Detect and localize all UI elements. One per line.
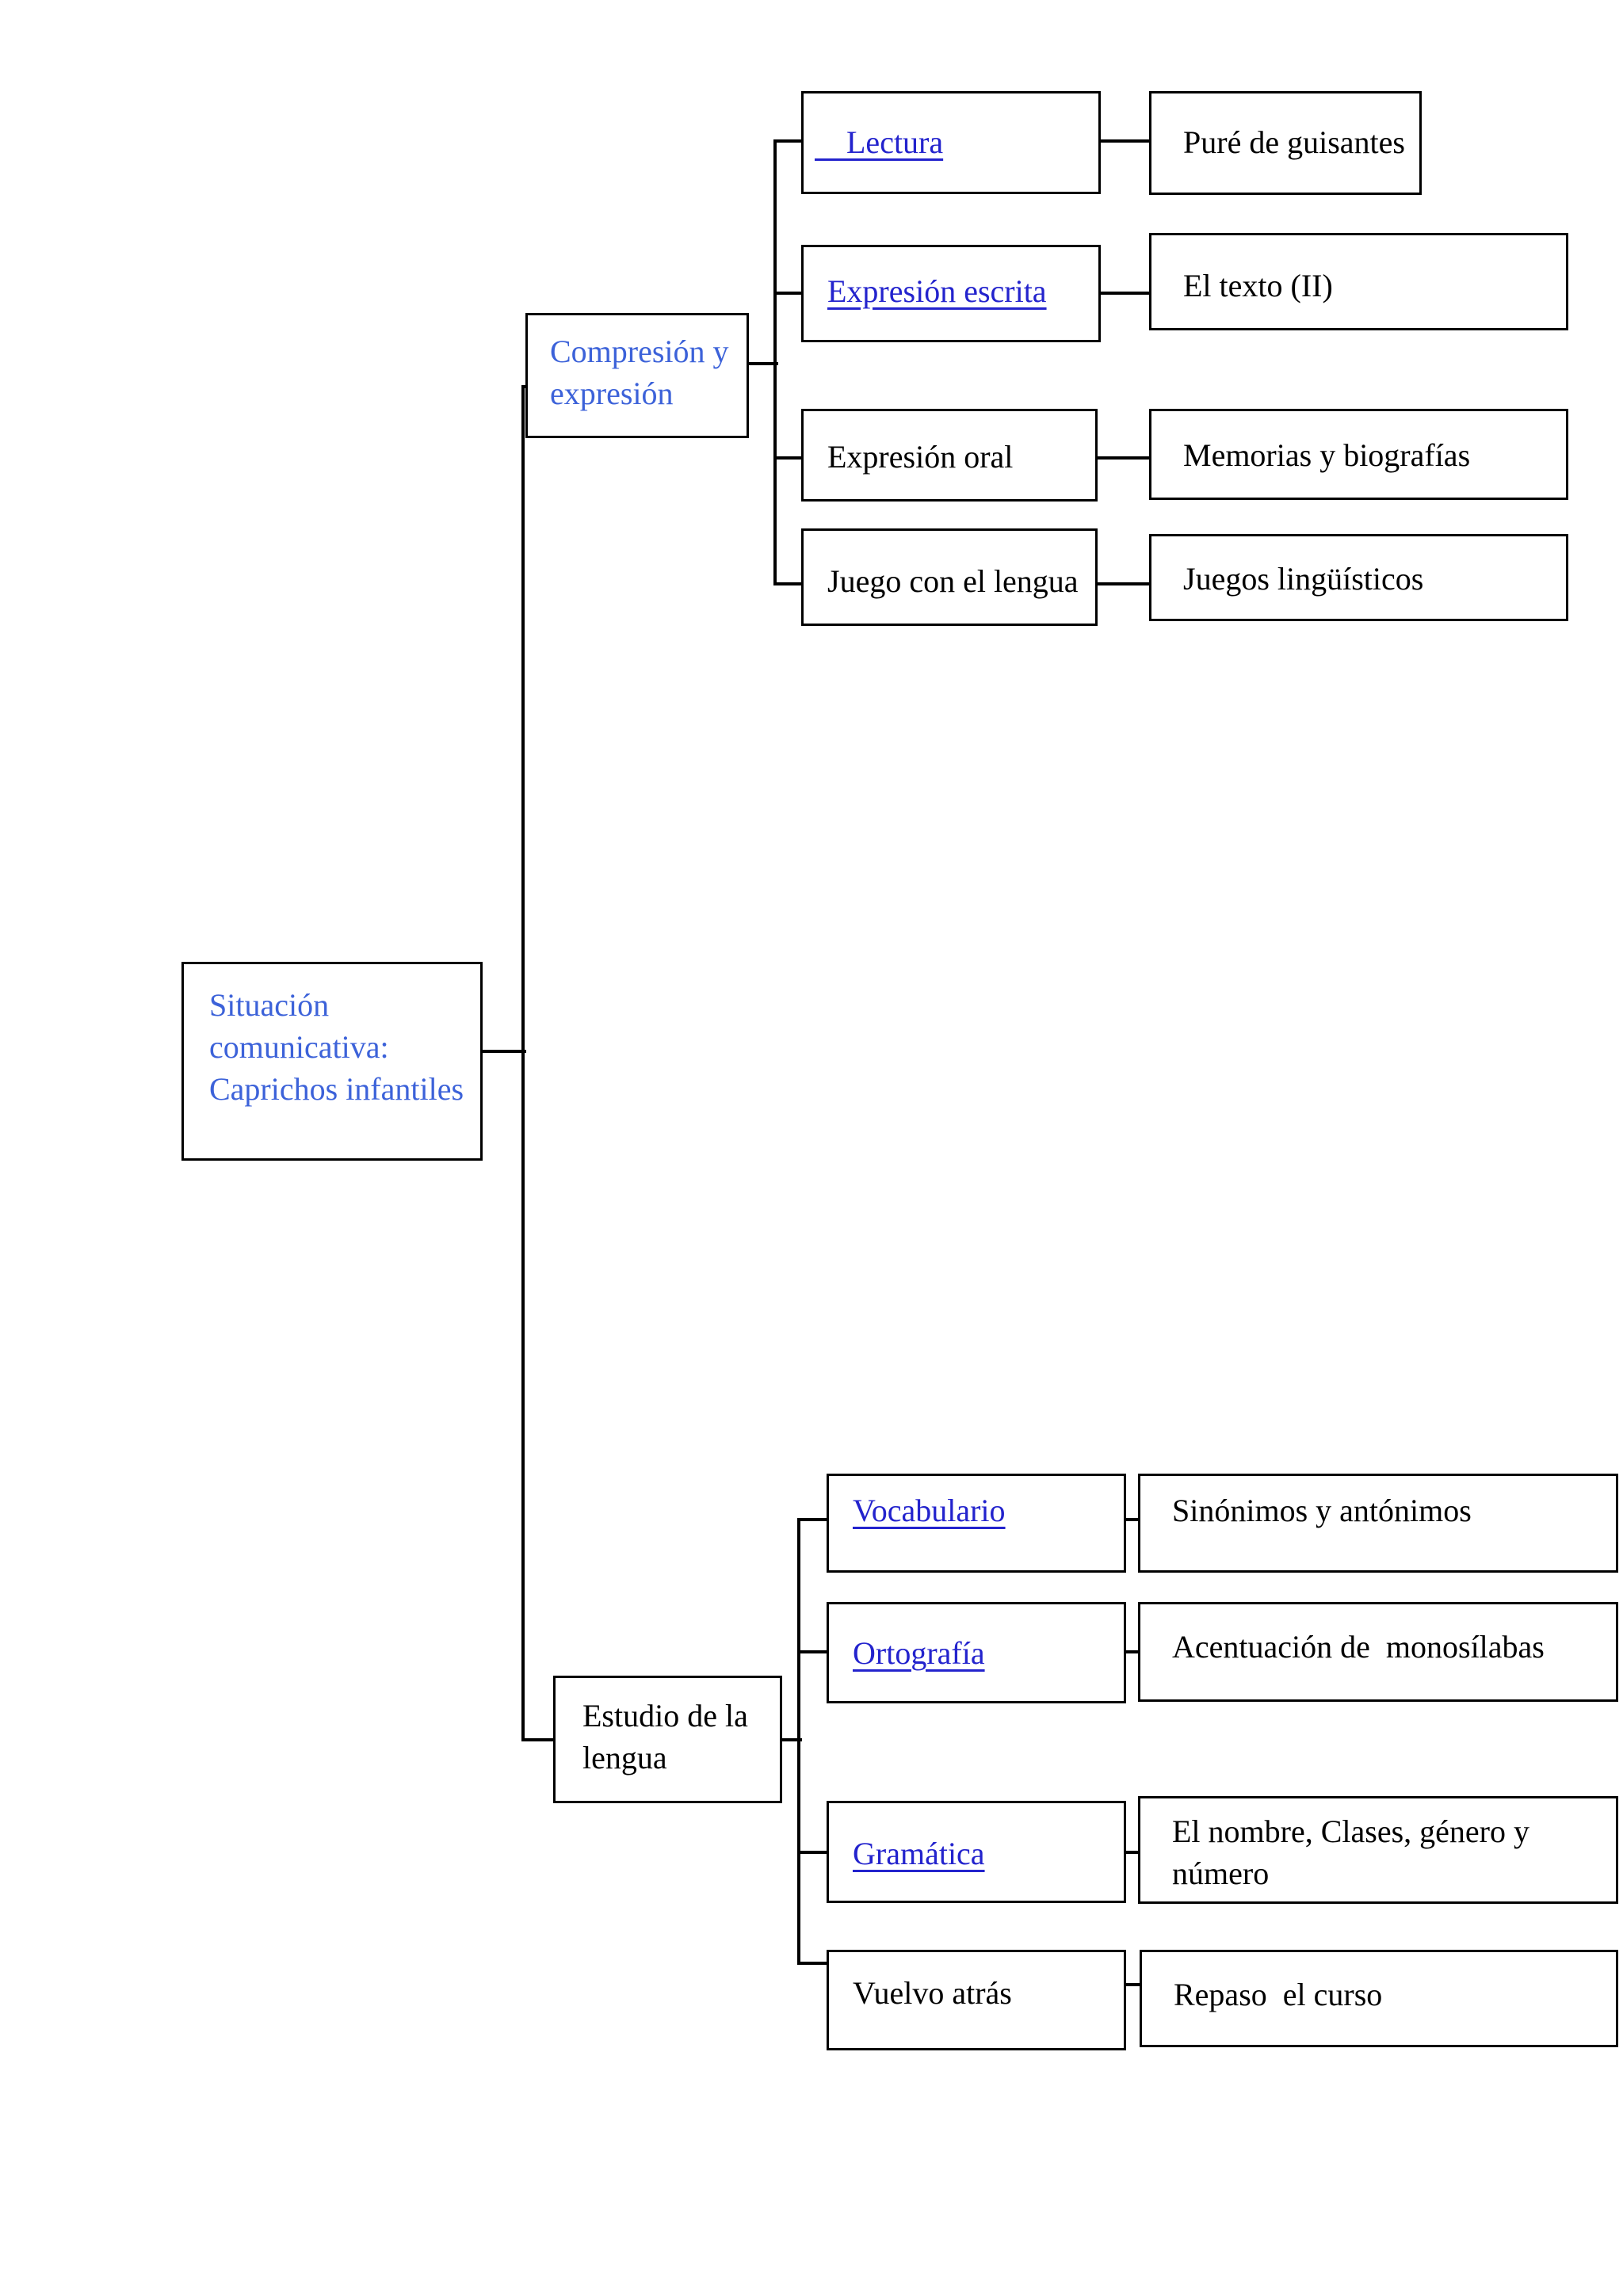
node-situacion-comunicativa: Situación comunicativa: Caprichos infant… bbox=[181, 962, 483, 1161]
connector-spine1-to-oral bbox=[775, 456, 801, 460]
node-pure-label: Puré de guisantes bbox=[1183, 124, 1405, 160]
connector-spine-to-estudio bbox=[523, 1738, 556, 1741]
link-gramatica[interactable]: Gramática bbox=[853, 1836, 985, 1871]
node-memorias-label: Memorias y biografías bbox=[1183, 437, 1471, 473]
node-el-nombre-clases: El nombre, Clases, género y número bbox=[1138, 1796, 1618, 1904]
connector-juego-to-juegos bbox=[1098, 582, 1149, 585]
node-expresion-oral-label: Expresión oral bbox=[827, 439, 1014, 475]
node-estudio-label: Estudio de la lengua bbox=[582, 1698, 748, 1775]
spine-root-vertical bbox=[521, 385, 525, 1741]
spine-group1-vertical bbox=[773, 139, 777, 585]
link-vocabulario[interactable]: Vocabulario bbox=[853, 1493, 1006, 1528]
connector-spine1-to-juego bbox=[775, 582, 801, 585]
node-acentuacion-monosilabas: Acentuación de monosílabas bbox=[1138, 1602, 1618, 1702]
node-compresion-expresion: Compresión y expresión bbox=[525, 313, 749, 438]
node-sinonimos-label: Sinónimos y antónimos bbox=[1172, 1493, 1472, 1528]
node-gramatica: Gramática bbox=[827, 1801, 1126, 1903]
node-lectura: Lectura bbox=[801, 91, 1101, 194]
connector-compresion-to-spine1 bbox=[749, 362, 778, 365]
connector-escrita-to-texto bbox=[1101, 292, 1149, 295]
node-juegos-label: Juegos lingüísticos bbox=[1183, 561, 1424, 597]
link-expresion-escrita[interactable]: Expresión escrita bbox=[827, 273, 1047, 309]
node-situacion-label: Situación comunicativa: Caprichos infant… bbox=[209, 987, 464, 1107]
connector-vocabulario-to-sinonimos bbox=[1126, 1518, 1138, 1521]
link-lectura[interactable]: Lectura bbox=[846, 124, 944, 160]
connector-root-to-spine bbox=[483, 1050, 526, 1053]
connector-spine2-to-vuelvo bbox=[799, 1962, 827, 1965]
node-repaso-label: Repaso el curso bbox=[1174, 1977, 1383, 2012]
connector-spine2-to-ortografia bbox=[799, 1650, 827, 1653]
node-sinonimos-antonimos: Sinónimos y antónimos bbox=[1138, 1474, 1618, 1573]
node-el-texto-label: El texto (II) bbox=[1183, 268, 1333, 303]
connector-estudio-to-spine2 bbox=[782, 1738, 802, 1741]
node-expresion-oral: Expresión oral bbox=[801, 409, 1098, 502]
node-juego-label: Juego con el lengua bbox=[827, 563, 1079, 599]
connector-vuelvo-to-repaso bbox=[1126, 1983, 1140, 1986]
spine-group2-vertical bbox=[797, 1518, 800, 1965]
node-vocabulario: Vocabulario bbox=[827, 1474, 1126, 1573]
node-estudio-de-la-lengua: Estudio de la lengua bbox=[553, 1676, 782, 1803]
node-vuelvo-atras: Vuelvo atrás bbox=[827, 1950, 1126, 2050]
node-vuelvo-label: Vuelvo atrás bbox=[853, 1975, 1012, 2011]
connector-spine1-to-lectura bbox=[775, 139, 801, 143]
node-el-nombre-label: El nombre, Clases, género y número bbox=[1172, 1814, 1529, 1891]
connector-spine2-to-gramatica bbox=[799, 1851, 827, 1854]
node-compresion-label: Compresión y expresión bbox=[550, 334, 729, 411]
connector-lectura-to-pure bbox=[1101, 139, 1149, 143]
link-ortografia[interactable]: Ortografía bbox=[853, 1635, 985, 1671]
connector-oral-to-memorias bbox=[1098, 456, 1149, 460]
connector-spine1-to-escrita bbox=[775, 292, 801, 295]
node-juego-con-el-lenguaje: Juego con el lengua bbox=[801, 528, 1098, 626]
node-expresion-escrita: Expresión escrita bbox=[801, 245, 1101, 342]
node-repaso-curso: Repaso el curso bbox=[1140, 1950, 1618, 2047]
node-acentuacion-label: Acentuación de monosílabas bbox=[1172, 1629, 1545, 1665]
node-memorias-biografias: Memorias y biografías bbox=[1149, 409, 1568, 500]
node-juegos-linguisticos: Juegos lingüísticos bbox=[1149, 534, 1568, 621]
connector-ortografia-to-acentuacion bbox=[1126, 1650, 1138, 1653]
node-el-texto: El texto (II) bbox=[1149, 233, 1568, 330]
node-ortografia: Ortografía bbox=[827, 1602, 1126, 1703]
connector-gramatica-to-nombre bbox=[1126, 1851, 1138, 1854]
node-pure-de-guisantes: Puré de guisantes bbox=[1149, 91, 1422, 195]
connector-spine2-to-vocabulario bbox=[799, 1518, 827, 1521]
